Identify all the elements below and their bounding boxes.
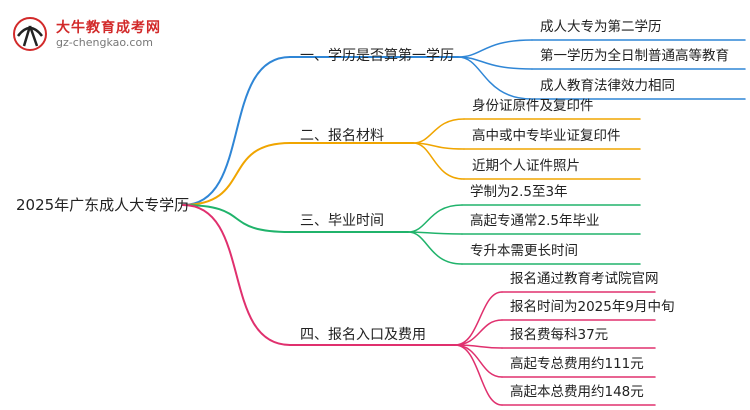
leaf-topic: 报名通过教育考试院官网: [510, 271, 659, 287]
leaf-topic: 成人大专为第二学历: [540, 19, 662, 35]
leaf-topic: 高中或中专毕业证复印件: [472, 128, 621, 144]
leaf-connector: [412, 142, 465, 150]
branch-topic: 三、毕业时间: [300, 213, 384, 229]
branch-connector: [182, 204, 291, 346]
leaf-connector: [454, 319, 503, 346]
leaf-connector: [457, 56, 533, 100]
leaf-topic: 高起本总费用约148元: [510, 384, 644, 400]
branch-topic: 四、报名入口及费用: [300, 327, 426, 343]
leaf-topic: 成人教育法律效力相同: [540, 78, 675, 94]
leaf-connector: [412, 118, 465, 144]
leaf-topic: 高起专通常2.5年毕业: [470, 213, 600, 229]
leaf-connector: [454, 291, 503, 346]
branch-topic: 二、报名材料: [300, 128, 384, 144]
branch-topic: 一、学历是否算第一学历: [300, 48, 454, 64]
leaf-topic: 近期个人证件照片: [472, 158, 580, 174]
branch-connector: [182, 56, 291, 206]
logo-url: gz-chengkao.com: [56, 36, 153, 49]
leaf-topic: 第一学历为全日制普通高等教育: [540, 48, 729, 64]
logo-mark-icon: [13, 17, 47, 51]
leaf-topic: 报名费每科37元: [510, 327, 609, 343]
site-logo: 大牛教育成考网 gz-chengkao.com: [10, 14, 170, 54]
leaf-connector: [407, 204, 463, 233]
leaf-connector: [457, 56, 533, 70]
logo-title: 大牛教育成考网: [56, 20, 161, 36]
leaf-topic: 报名时间为2025年9月中旬: [510, 299, 675, 315]
root-topic: 2025年广东成人大专学历: [16, 196, 190, 214]
leaf-topic: 专升本需更长时间: [470, 243, 578, 259]
leaf-connector: [407, 231, 463, 265]
leaf-connector: [454, 344, 503, 406]
leaf-topic: 学制为2.5至3年: [470, 184, 568, 200]
branch-connector: [182, 142, 291, 206]
leaf-connector: [457, 39, 533, 58]
leaf-topic: 身份证原件及复印件: [472, 98, 594, 114]
leaf-topic: 高起专总费用约111元: [510, 356, 644, 372]
leaf-connector: [412, 142, 465, 180]
branch-connector: [182, 204, 291, 233]
